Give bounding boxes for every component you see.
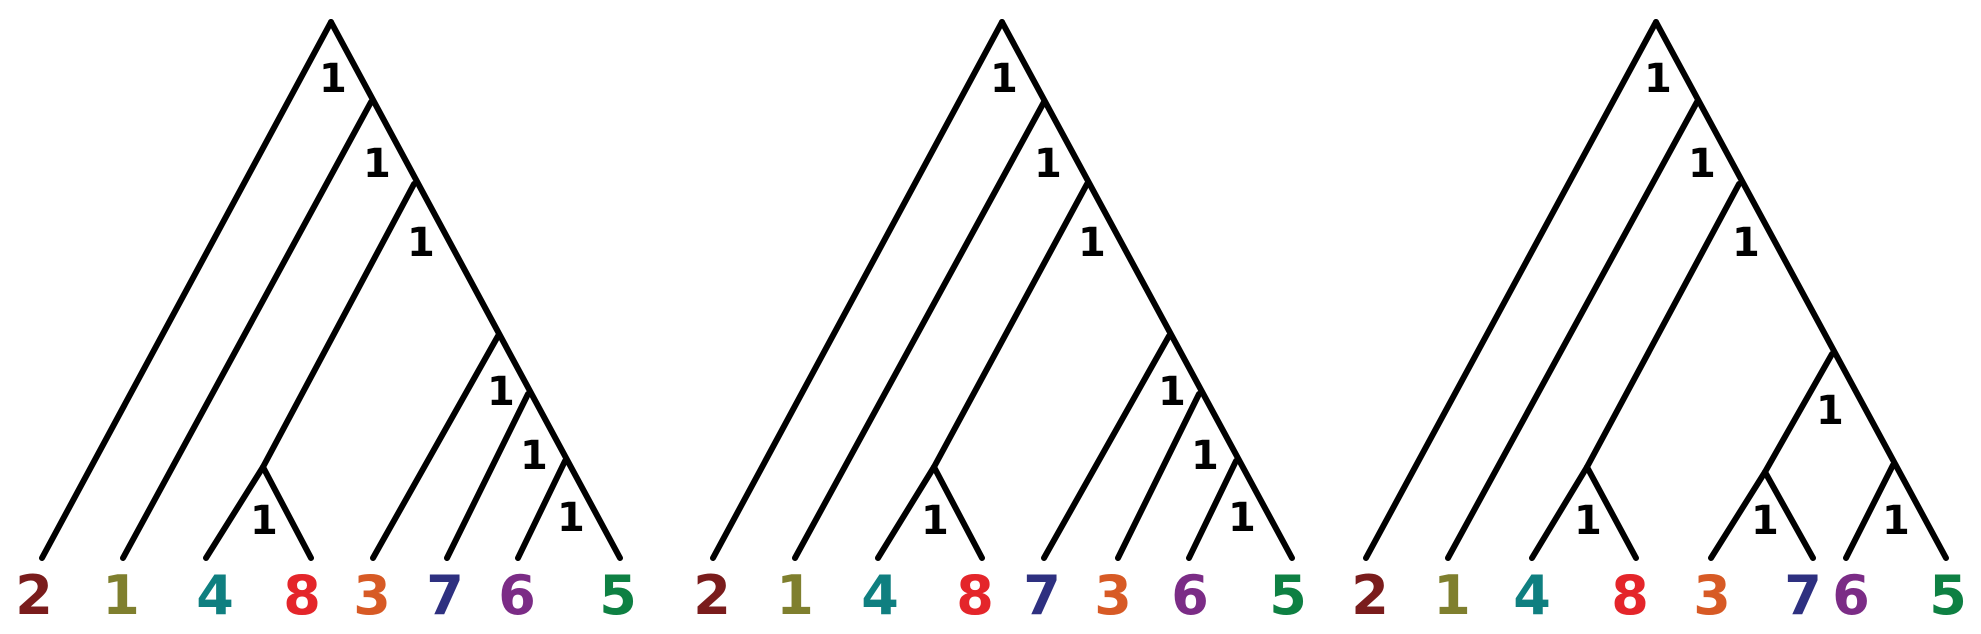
leaf-label: 2: [15, 564, 53, 627]
branch: [875, 464, 937, 561]
support-value: 1: [1078, 220, 1106, 266]
support-value: 1: [990, 56, 1018, 102]
branch: [1762, 469, 1816, 561]
leaf-label: 3: [353, 564, 391, 627]
branch: [260, 181, 417, 470]
branch: [1115, 391, 1202, 561]
tree-1-leaves: 2 1 4 8 3 7 6 5: [15, 564, 637, 627]
tree-3-supports: 1 1 1 1 1 1 1: [1574, 56, 1910, 544]
branch: [120, 99, 374, 561]
tree-2-supports: 1 1 1 1 1 1 1: [921, 56, 1256, 544]
leaf-label: 7: [1784, 564, 1822, 627]
support-value: 1: [1816, 388, 1844, 434]
branch: [1584, 181, 1742, 470]
support-value: 1: [1751, 498, 1779, 544]
branch: [1708, 469, 1768, 561]
support-value: 1: [1644, 56, 1672, 102]
branch: [931, 464, 985, 561]
leaf-label: 3: [1693, 564, 1731, 627]
leaf-label: 7: [426, 564, 464, 627]
branch: [444, 391, 531, 561]
support-value: 1: [520, 433, 548, 479]
support-value: 1: [1158, 369, 1186, 415]
support-value: 1: [1228, 495, 1256, 541]
branch: [1762, 351, 1835, 475]
leaf-label: 6: [1832, 564, 1870, 627]
tree-1-supports: 1 1 1 1 1 1 1: [250, 56, 585, 544]
support-value: 1: [250, 498, 278, 544]
support-value: 1: [1688, 141, 1716, 187]
tree-2-leaves: 2 1 4 8 7 3 6 5: [693, 564, 1307, 627]
leaf-label: 7: [1023, 564, 1061, 627]
leaf-label: 5: [1269, 564, 1307, 627]
branch: [515, 458, 568, 561]
leaf-label: 4: [1513, 564, 1551, 627]
branch: [260, 464, 314, 561]
branch: [1653, 19, 1949, 561]
branch: [710, 19, 1005, 561]
branch: [1186, 458, 1239, 561]
leaf-label: 2: [693, 564, 731, 627]
leaf-label: 1: [1433, 564, 1471, 627]
leaf-label: 3: [1094, 564, 1132, 627]
support-value: 1: [921, 498, 949, 544]
branch: [999, 19, 1295, 561]
support-value: 1: [1882, 498, 1910, 544]
branch: [328, 19, 623, 561]
tree-1: 1 1 1 1 1 1 1 2 1 4 8 3 7 6 5: [15, 19, 637, 627]
leaf-label: 8: [956, 564, 994, 627]
branch: [1041, 333, 1172, 561]
branch: [1445, 99, 1700, 561]
leaf-label: 5: [1929, 564, 1967, 627]
leaf-label: 4: [861, 564, 899, 627]
tree-3: 1 1 1 1 1 1 1 2 1 4 8 3 7 6 5: [1351, 19, 1967, 627]
support-value: 1: [1191, 433, 1219, 479]
support-value: 1: [557, 495, 585, 541]
leaf-label: 2: [1351, 564, 1389, 627]
branch: [931, 181, 1090, 470]
tree-3-branches: [1363, 19, 1949, 561]
tree-2-branches: [710, 19, 1295, 561]
support-value: 1: [1732, 220, 1760, 266]
branch: [203, 464, 266, 561]
leaf-label: 1: [776, 564, 814, 627]
branch: [1584, 464, 1639, 561]
support-value: 1: [363, 141, 391, 187]
leaf-label: 8: [1611, 564, 1649, 627]
leaf-label: 8: [283, 564, 321, 627]
leaf-label: 6: [1171, 564, 1209, 627]
branch: [39, 19, 334, 561]
branch: [1843, 462, 1896, 561]
branch: [370, 333, 501, 561]
branch: [1529, 464, 1590, 561]
support-value: 1: [1034, 141, 1062, 187]
tree-3-leaves: 2 1 4 8 3 7 6 5: [1351, 564, 1967, 627]
leaf-label: 4: [196, 564, 234, 627]
branch: [792, 99, 1047, 561]
support-value: 1: [1574, 498, 1602, 544]
leaf-label: 6: [498, 564, 536, 627]
tree-2: 1 1 1 1 1 1 1 2 1 4 8 7 3 6 5: [693, 19, 1307, 627]
leaf-label: 5: [599, 564, 637, 627]
tree-1-branches: [39, 19, 623, 561]
support-value: 1: [319, 56, 347, 102]
support-value: 1: [407, 220, 435, 266]
leaf-label: 1: [102, 564, 140, 627]
support-value: 1: [487, 369, 515, 415]
branch: [1363, 19, 1659, 561]
